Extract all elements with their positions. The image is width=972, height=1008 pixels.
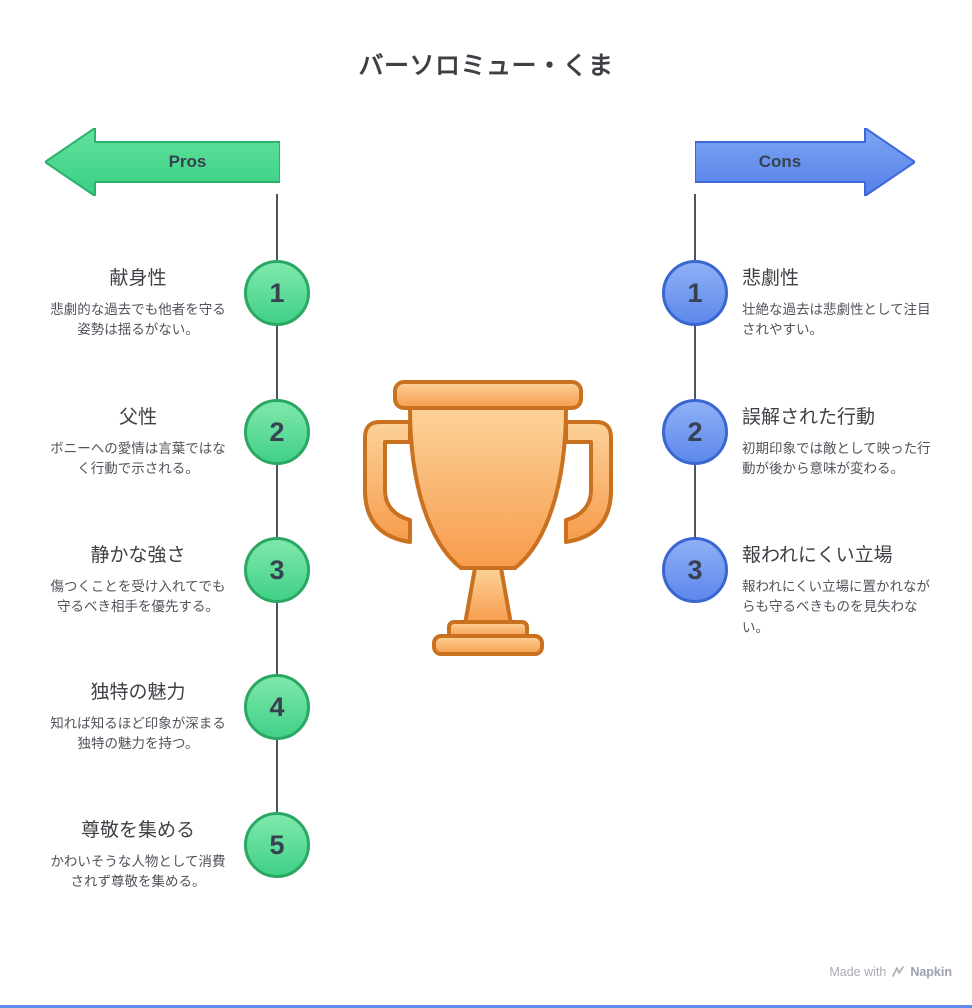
step-number: 1 <box>687 277 703 308</box>
step-number: 4 <box>269 691 285 722</box>
cons-item-body: 報われにくい立場に置かれながらも守るべきものを見失わない。 <box>742 579 931 635</box>
bottom-accent-rule <box>0 1005 972 1008</box>
pros-arrow-shape <box>45 128 280 196</box>
cons-item-heading: 誤解された行動 <box>742 407 876 428</box>
cons-step-badge-1: 1 <box>662 260 728 326</box>
cons-step-badge-2: 2 <box>662 399 728 465</box>
pros-item-heading: 献身性 <box>109 268 167 289</box>
pros-item-body: かわいそうな人物として消費されず尊敬を集める。 <box>50 854 226 890</box>
pros-item-body: ボニーへの愛情は言葉ではなく行動で示される。 <box>50 441 226 477</box>
pros-step-badge-4: 4 <box>244 674 310 740</box>
pros-connector-line <box>276 194 278 845</box>
pros-step-badge-3: 3 <box>244 537 310 603</box>
cons-label: Cons <box>758 152 802 171</box>
pros-item-heading: 尊敬を集める <box>80 820 195 841</box>
pros-item-heading: 父性 <box>118 407 157 428</box>
cons-item-body: 壮絶な過去は悲劇性として注目されやすい。 <box>742 302 931 338</box>
cons-item-3: 報われにくい立場 報われにくい立場に置かれながらも守るべきものを見失わない。 <box>742 540 942 638</box>
pros-label: Pros <box>168 152 207 171</box>
page-title: バーソロミュー・くま <box>358 52 614 80</box>
cons-item-body: 初期印象では敵として映った行動が後から意味が変わる。 <box>742 441 931 477</box>
step-number: 3 <box>269 554 285 585</box>
step-number: 5 <box>269 829 285 860</box>
napkin-logo-icon <box>892 966 905 977</box>
cons-item-heading: 報われにくい立場 <box>742 545 893 566</box>
pros-arrow: Pros <box>45 128 280 196</box>
pros-step-badge-1: 1 <box>244 260 310 326</box>
napkin-watermark[interactable]: Made with Napkin <box>829 965 952 979</box>
pros-item-heading: 静かな強さ <box>90 545 186 566</box>
pros-item-heading: 独特の魅力 <box>90 682 186 703</box>
trophy-icon <box>338 370 638 685</box>
pros-item-5: 尊敬を集める かわいそうな人物として消費されず尊敬を集める。 <box>44 815 232 893</box>
cons-connector-line <box>694 194 696 570</box>
pros-item-1: 献身性 悲劇的な過去でも他者を守る姿勢は揺るがない。 <box>44 263 232 341</box>
cons-item-heading: 悲劇性 <box>742 268 800 289</box>
watermark-brand: Napkin <box>910 965 952 979</box>
step-number: 1 <box>269 277 285 308</box>
cons-step-badge-3: 3 <box>662 537 728 603</box>
cons-arrow-shape <box>695 128 915 196</box>
step-number: 2 <box>687 416 703 447</box>
pros-step-badge-5: 5 <box>244 812 310 878</box>
pros-step-badge-2: 2 <box>244 399 310 465</box>
step-number: 3 <box>687 554 703 585</box>
watermark-text: Made with <box>829 965 887 979</box>
pros-item-4: 独特の魅力 知れば知るほど印象が深まる独特の魅力を持つ。 <box>44 677 232 755</box>
step-number: 2 <box>269 416 285 447</box>
pros-item-body: 傷つくことを受け入れてでも守るべき相手を優先する。 <box>50 579 226 615</box>
pros-item-2: 父性 ボニーへの愛情は言葉ではなく行動で示される。 <box>44 402 232 480</box>
cons-arrow: Cons <box>695 128 915 196</box>
pros-item-body: 知れば知るほど印象が深まる独特の魅力を持つ。 <box>50 716 226 752</box>
pros-item-body: 悲劇的な過去でも他者を守る姿勢は揺るがない。 <box>50 302 226 338</box>
cons-item-2: 誤解された行動 初期印象では敵として映った行動が後から意味が変わる。 <box>742 402 942 480</box>
pros-item-3: 静かな強さ 傷つくことを受け入れてでも守るべき相手を優先する。 <box>44 540 232 618</box>
cons-item-1: 悲劇性 壮絶な過去は悲劇性として注目されやすい。 <box>742 263 942 341</box>
